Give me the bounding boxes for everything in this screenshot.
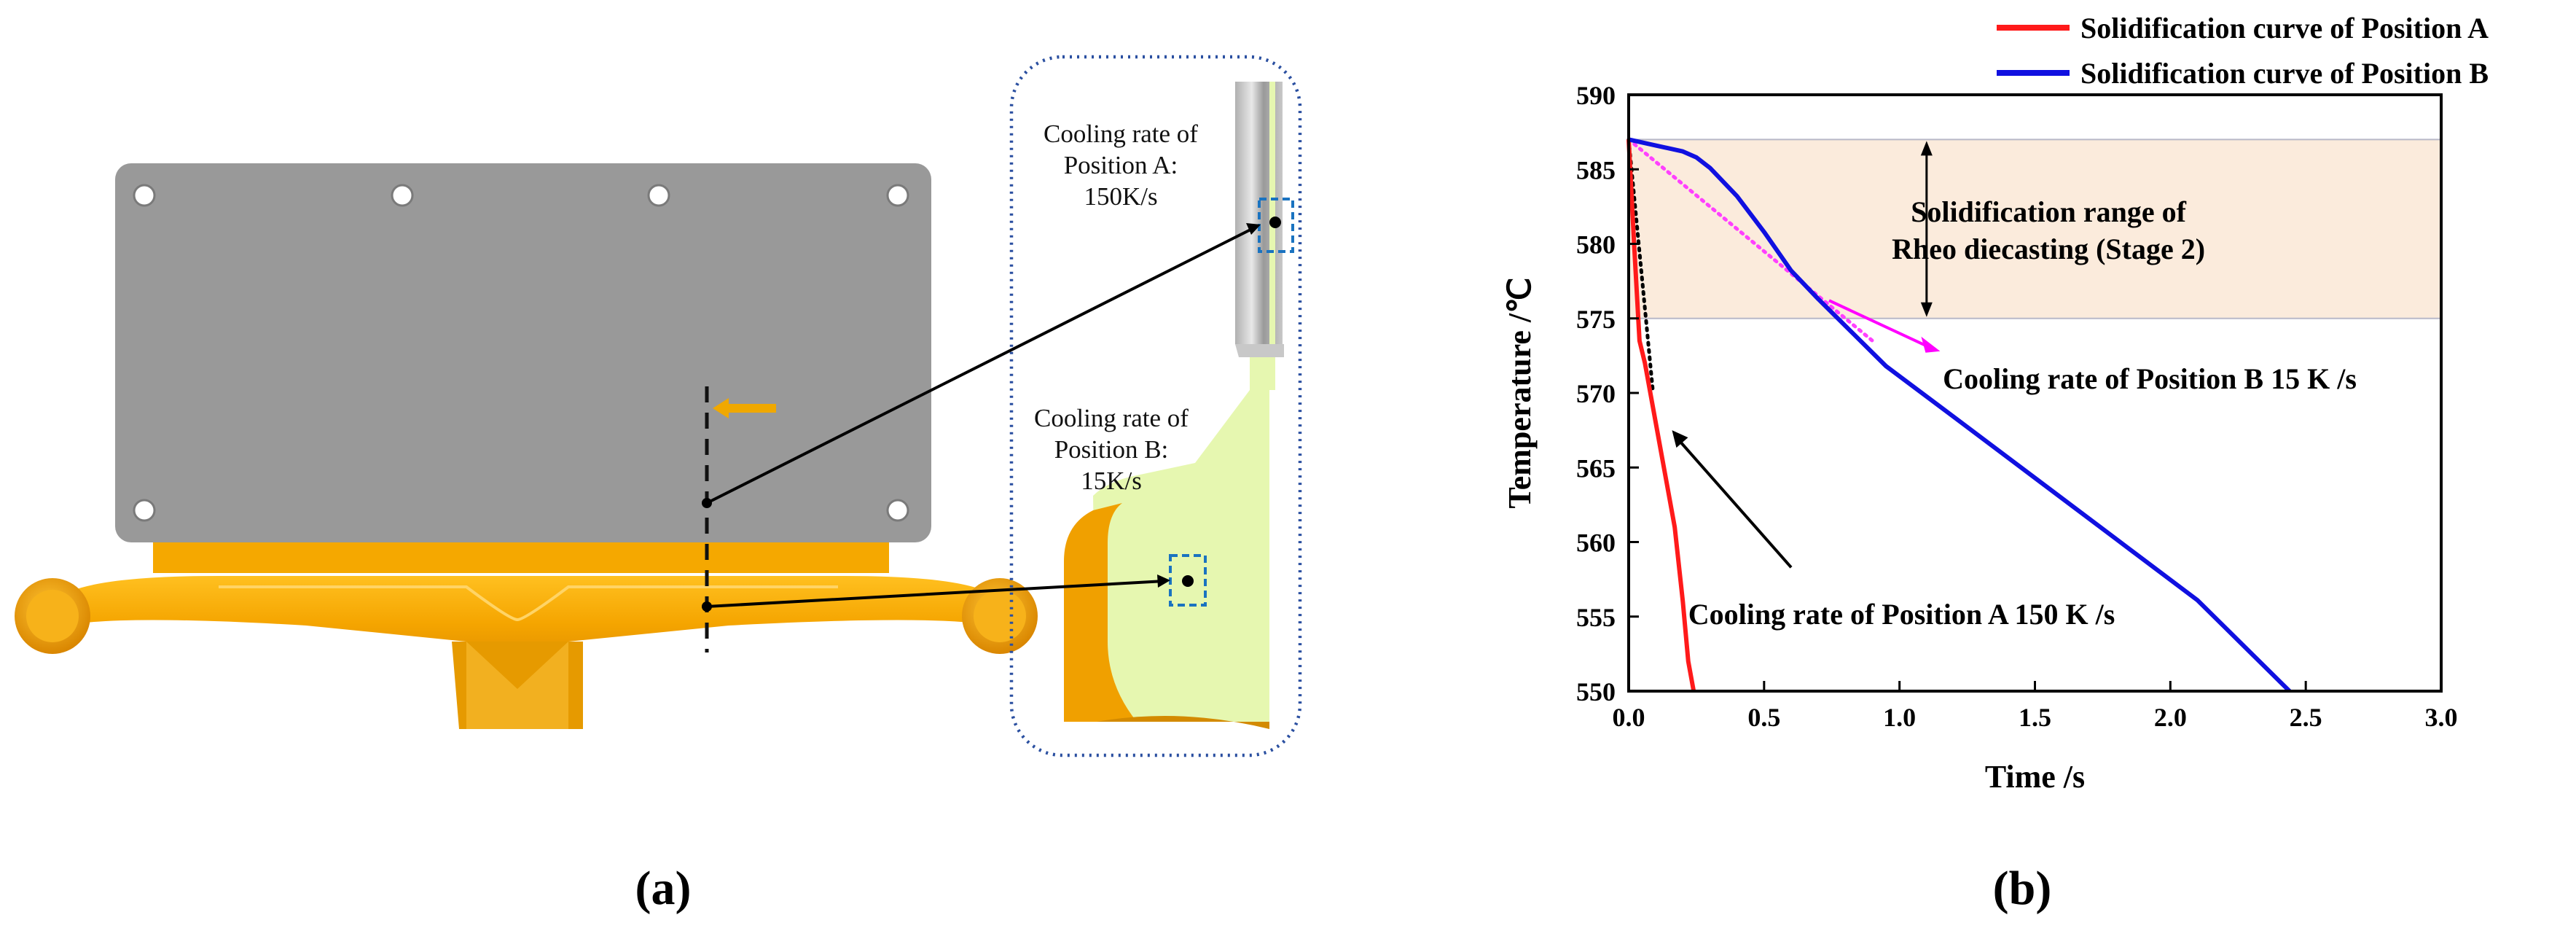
annotation-b-arrow bbox=[1828, 299, 1930, 348]
x-tick-label: 3.0 bbox=[2425, 703, 2458, 732]
annotation-position-b: Cooling rate of Position B 15 K /s bbox=[1828, 299, 2357, 395]
x-tick-label: 1.5 bbox=[2019, 703, 2051, 732]
leader-arrows bbox=[706, 227, 1253, 608]
series-lines bbox=[1626, 137, 2291, 693]
x-tick-label: 0.0 bbox=[1613, 703, 1645, 732]
die-plate bbox=[115, 163, 931, 542]
y-axis-label: Temperature /℃ bbox=[1502, 277, 1538, 508]
x-tick-label: 1.0 bbox=[1883, 703, 1916, 732]
panel-b-label: (b) bbox=[1993, 862, 2052, 915]
note-a-line2: Position A: bbox=[1064, 151, 1178, 179]
panel-a: Cooling rate of Position A: 150K/s Cooli… bbox=[15, 55, 1302, 915]
y-tick-label: 575 bbox=[1576, 305, 1616, 334]
range-label-line1: Solidification range of bbox=[1911, 195, 2186, 228]
range-annotation: Solidification range of Rheo diecasting … bbox=[1892, 141, 2205, 317]
y-tick-label: 585 bbox=[1576, 155, 1616, 184]
panel-a-drawing: Cooling rate of Position A: 150K/s Cooli… bbox=[15, 55, 1302, 915]
panel-b: 0.0 0.5 1.0 1.5 2.0 2.5 3.0 550 555 560 565 570 575… bbox=[1370, 0, 2576, 935]
y-tick-label: 570 bbox=[1576, 379, 1616, 408]
annotation-b-text: Cooling rate of Position B 15 K /s bbox=[1943, 362, 2357, 395]
die-notches bbox=[133, 184, 909, 522]
series-line-1 bbox=[1628, 137, 2291, 693]
legend: Solidification curve of Position A Solid… bbox=[1997, 12, 2489, 90]
arrowhead-b-icon bbox=[1157, 574, 1170, 588]
flow-arrow-icon bbox=[713, 398, 776, 418]
y-tick-label: 565 bbox=[1576, 453, 1616, 483]
casting bbox=[15, 542, 1038, 729]
series-line-0 bbox=[1626, 139, 1696, 692]
arrowhead-a-icon bbox=[1246, 223, 1261, 235]
panel-a-label: (a) bbox=[635, 862, 692, 915]
annotation-a-arrow bbox=[1676, 437, 1793, 569]
annotation-a-arrowhead-icon bbox=[1672, 430, 1688, 448]
range-label-line2: Rheo diecasting (Stage 2) bbox=[1892, 233, 2205, 265]
y-tick-label: 580 bbox=[1576, 230, 1616, 260]
annotation-b-arrowhead-icon bbox=[1921, 336, 1941, 353]
x-tick-label: 0.5 bbox=[1747, 703, 1780, 732]
note-position-a: Cooling rate of Position A: 150K/s bbox=[1044, 120, 1198, 211]
y-tick-label: 550 bbox=[1576, 677, 1616, 706]
range-arrow-up-icon bbox=[1920, 141, 1933, 156]
x-axis-label: Time /s bbox=[1985, 759, 2085, 795]
solidification-range-band bbox=[1629, 139, 2441, 319]
note-a-line1: Cooling rate of bbox=[1044, 120, 1198, 148]
x-ticks: 0.0 0.5 1.0 1.5 2.0 2.5 3.0 bbox=[1613, 681, 2458, 732]
y-tick-label: 555 bbox=[1576, 603, 1616, 632]
dot-position-b bbox=[1182, 575, 1194, 587]
y-tick-label: 590 bbox=[1576, 81, 1616, 110]
legend-label-b: Solidification curve of Position B bbox=[2080, 57, 2489, 90]
note-a-line3: 150K/s bbox=[1084, 182, 1157, 211]
y-tick-label: 560 bbox=[1576, 529, 1616, 558]
dot-position-a bbox=[1269, 217, 1281, 228]
range-arrow-down-icon bbox=[1920, 302, 1933, 317]
tangent-line-0 bbox=[1626, 137, 1874, 343]
section-view bbox=[1064, 82, 1284, 729]
note-b-line1: Cooling rate of bbox=[1034, 404, 1189, 432]
note-b-line3: 15K/s bbox=[1081, 467, 1142, 495]
annotation-a-text: Cooling rate of Position A 150 K /s bbox=[1688, 598, 2115, 631]
x-tick-label: 2.0 bbox=[2154, 703, 2187, 732]
annotation-position-a: Cooling rate of Position A 150 K /s bbox=[1672, 430, 2115, 631]
y-ticks: 550 555 560 565 570 575 580 585 590 bbox=[1576, 81, 1639, 706]
range-boundary-lines bbox=[1629, 139, 2441, 319]
note-b-line2: Position B: bbox=[1054, 435, 1169, 464]
x-tick-label: 2.5 bbox=[2290, 703, 2322, 732]
chart-svg: 0.0 0.5 1.0 1.5 2.0 2.5 3.0 550 555 560 565 570 575… bbox=[1502, 12, 2489, 915]
legend-label-a: Solidification curve of Position A bbox=[2080, 12, 2489, 44]
section-frame bbox=[1009, 55, 1302, 757]
note-position-b: Cooling rate of Position B: 15K/s bbox=[1034, 404, 1189, 495]
